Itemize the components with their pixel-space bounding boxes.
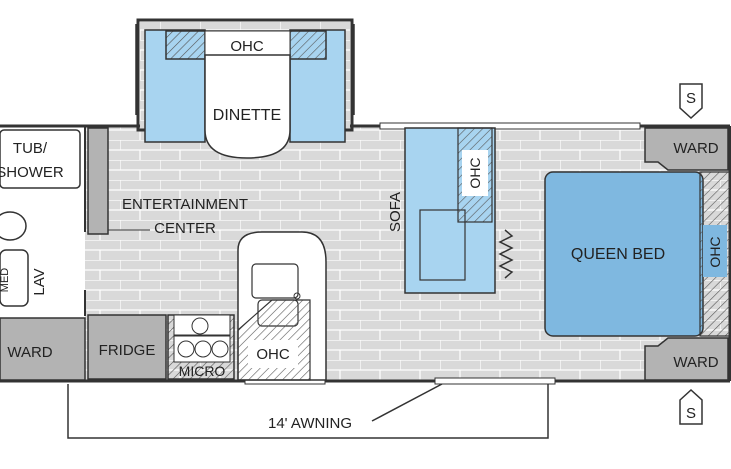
entertainment-center [87,127,109,235]
fridge [87,314,167,380]
ohc-dinette-label: OHC [230,38,264,55]
ohc-kitchen-label: OHC [256,346,290,363]
ward-top-right [644,127,729,171]
lav-label: LAV [31,268,48,295]
dinette-table [204,54,291,159]
awning-label: 14' AWNING [268,415,352,432]
shower-label: SHOWER [0,164,64,181]
sofa-label: SOFA [387,192,404,232]
fridge-label: FRIDGE [99,342,156,359]
slide-top-label: S [686,90,696,107]
ward-bottom-right-label: WARD [673,354,718,371]
queen-bed-label: QUEEN BED [571,246,665,263]
entertainment-label: ENTERTAINMENT [122,196,248,213]
awning-outline [67,384,549,439]
center-label: CENTER [154,220,216,237]
heater-symbol [498,229,514,279]
tub-shower [0,129,81,189]
slide-marker-bottom [679,388,703,425]
slide-marker-top [679,83,703,120]
dinette-label: DINETTE [213,107,281,124]
ward-top-right-label: WARD [673,140,718,157]
stove [173,335,231,363]
ward-left [0,317,86,381]
toilet [0,211,27,241]
med-label: MED [0,268,11,293]
ward-left-label: WARD [7,344,52,361]
micro-label: MICRO [179,363,226,379]
awning-pointer [371,383,443,422]
tub-label: TUB/ [13,140,48,157]
slide-bottom-label: S [686,405,696,422]
ward-bottom-right [644,337,729,381]
ohc-sofa-label: OHC [467,157,483,188]
sink [251,263,299,299]
lavatory [0,249,29,307]
ohc-bed-label: OHC [707,236,723,267]
